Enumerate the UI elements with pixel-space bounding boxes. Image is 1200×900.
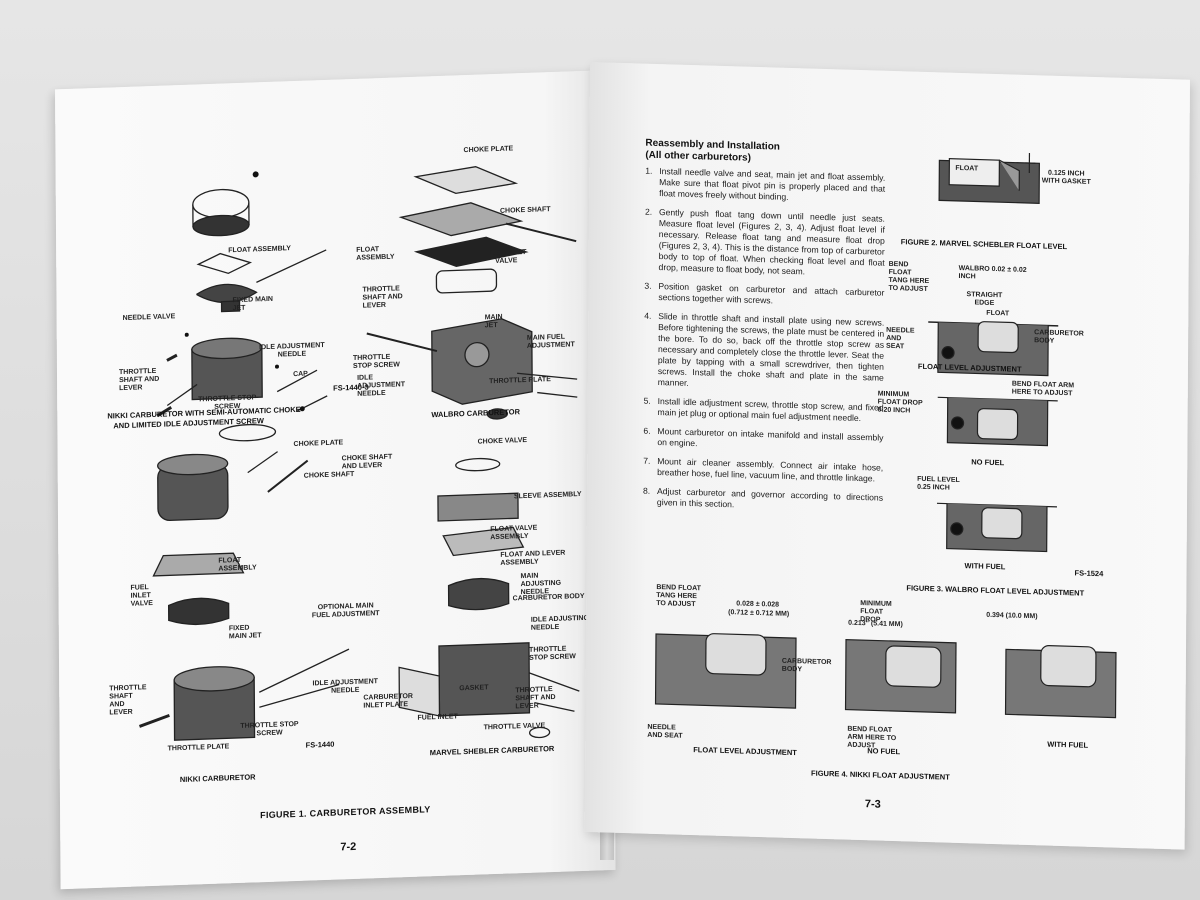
- label-marvel-throttle-stop: THROTTLE STOP SCREW: [529, 645, 576, 662]
- fig3-carb-body: CARBURETOR BODY: [1034, 329, 1084, 345]
- label-throttle-shaft: THROTTLE SHAFT AND LEVER: [118, 367, 160, 393]
- label-nikki-float-assembly: FLOAT ASSEMBLY: [218, 556, 257, 573]
- figure-3-drawing-3: [936, 502, 1057, 553]
- step-number: 7.: [643, 455, 651, 466]
- fig4-sub3: WITH FUEL: [1047, 739, 1089, 750]
- label-nikki-fuel-inlet: FUEL INLET VALVE: [130, 584, 153, 608]
- fig2-dim: 0.125 INCH WITH GASKET: [1041, 169, 1091, 186]
- nikki-title: NIKKI CARBURETOR: [179, 772, 256, 785]
- fig4-bend-tang: BEND FLOAT TANG HERE TO ADJUST: [656, 583, 701, 609]
- step-number: 1.: [645, 165, 653, 176]
- walbro-drawing: [366, 166, 578, 420]
- figure-2-drawing: [938, 153, 1040, 204]
- label-walbro-main-fuel: MAIN FUEL ADJUSTMENT: [526, 333, 575, 350]
- instructions-column: Reassembly and Installation (All other c…: [643, 138, 886, 523]
- figure-1-caption: FIGURE 1. CARBURETOR ASSEMBLY: [260, 804, 431, 821]
- fig3-fuel-level: FUEL LEVEL 0.25 INCH: [917, 475, 960, 492]
- left-page: FLOAT ASSEMBLY NEEDLE VALVE FIXED MAIN J…: [55, 70, 616, 890]
- label-marvel-throttle-shaft: THROTTLE SHAFT AND LEVER: [515, 686, 556, 711]
- figure-3-drawing-1: [928, 321, 1059, 377]
- step-text: Install idle adjustment screw, throttle …: [657, 396, 884, 424]
- right-page: Reassembly and Installation (All other c…: [584, 62, 1190, 850]
- fig3-sub2: NO FUEL: [971, 457, 1005, 468]
- fig3-walbro-dim: WALBRO 0.02 ± 0.02 INCH: [958, 264, 1027, 281]
- label-walbro-fuel-inlet: FUEL INLET VALVE: [486, 248, 527, 266]
- fig3-code: FS-1524: [1074, 568, 1104, 579]
- step-item: 3. Position gasket on carburetor and atta…: [644, 281, 884, 310]
- left-page-number: 7-2: [340, 840, 357, 854]
- step-text: Mount air cleaner assembly. Connect air …: [657, 456, 884, 484]
- label-walbro-float-assembly: FLOAT ASSEMBLY: [356, 246, 395, 262]
- label-walbro-choke-plate: CHOKE PLATE: [463, 145, 514, 155]
- fig4-carb-body: CARBURETOR BODY: [781, 657, 832, 674]
- step-number: 2.: [644, 206, 653, 217]
- label-nikki-throttle-stop: THROTTLE STOP SCREW: [240, 720, 299, 738]
- fig4-sub2: NO FUEL: [867, 746, 901, 757]
- nikki-drawing: [138, 451, 350, 741]
- label-fixed-main-jet: FIXED MAIN JET: [232, 295, 274, 313]
- step-item: 6. Mount carburetor on intake manifold an…: [643, 426, 883, 455]
- figure-3-drawing-2: [937, 396, 1058, 447]
- step-text: Gently push float tang down until needle…: [658, 207, 885, 277]
- label-marvel-inlet-plate: CARBURETOR INLET PLATE: [363, 692, 414, 710]
- step-text: Slide in throttle shaft and install plat…: [657, 311, 885, 388]
- right-page-number: 7-3: [864, 798, 881, 811]
- fig4-min-drop-val: 0.213" (5.41 mm): [848, 619, 903, 629]
- fig4-needle: NEEDLE AND SEAT: [647, 723, 683, 740]
- marvel-drawing: [398, 457, 580, 739]
- fig4-dim3: 0.394 (10.0 mm): [986, 611, 1038, 621]
- fig3-bend-tang: BEND FLOAT TANG HERE TO ADJUST: [888, 260, 930, 294]
- step-item: 4. Slide in throttle shaft and install pl…: [644, 310, 885, 395]
- label-walbro-main-jet: MAIN JET: [484, 313, 503, 330]
- figure-4-caption: FIGURE 4. NIKKI FLOAT ADJUSTMENT: [811, 768, 950, 782]
- step-item: 5. Install idle adjustment screw, throttl…: [644, 396, 884, 425]
- label-marvel-fuel-inlet: FUEL INLET: [417, 713, 458, 722]
- fig3-float: FLOAT: [986, 309, 1010, 318]
- label-marvel-float-lever: FLOAT AND LEVER ASSEMBLY: [500, 549, 566, 567]
- fig3-needle-seat: NEEDLE AND SEAT: [886, 326, 915, 351]
- step-number: 4.: [644, 310, 652, 321]
- figure-3-caption: FIGURE 3. WALBRO FLOAT LEVEL ADJUSTMENT: [906, 583, 1085, 598]
- label-nikki-throttle-shaft: THROTTLE SHAFT AND LEVER: [109, 684, 147, 717]
- figure-4-drawing: [654, 633, 1117, 719]
- step-text: Mount carburetor on intake manifold and …: [657, 426, 884, 449]
- label-marvel-float-valve: FLOAT VALVE ASSEMBLY: [490, 524, 538, 542]
- fig3-sub3: WITH FUEL: [964, 561, 1006, 572]
- label-walbro-throttle-shaft: THROTTLE SHAFT AND LEVER: [362, 285, 403, 310]
- step-number: 5.: [643, 395, 651, 406]
- fig4-dim1: 0.028 ± 0.028: [736, 600, 780, 609]
- fig3-straight-edge: STRAIGHT EDGE: [966, 291, 1003, 308]
- step-number: 6.: [643, 425, 651, 436]
- label-walbro-idle: IDLE ADJUSTMENT NEEDLE: [357, 374, 406, 398]
- nikki-code: FS-1440: [305, 739, 335, 750]
- fig2-float-label: FLOAT: [955, 164, 979, 173]
- step-text: Position gasket on carburetor and attach…: [658, 281, 885, 306]
- step-item: 7. Mount air cleaner assembly. Connect ai…: [643, 456, 883, 485]
- label-cap: CAP: [293, 370, 308, 379]
- label-marvel-choke-shaft: CHOKE SHAFT AND LEVER: [341, 453, 393, 471]
- step-text: Install needle valve and seat, main jet …: [659, 166, 886, 202]
- label-nikki-fixed-main-jet: FIXED MAIN JET: [228, 624, 262, 641]
- label-idle-adjustment-needle: IDLE ADJUSTMENT NEEDLE: [259, 341, 325, 359]
- figure-2-caption: FIGURE 2. MARVEL SCHEBLER FLOAT LEVEL: [900, 237, 1068, 252]
- step-text: Adjust carburetor and governor according…: [656, 486, 884, 510]
- fig3-bend-arm: BEND FLOAT ARM HERE TO ADJUST: [1011, 380, 1075, 398]
- label-walbro-throttle-stop: THROTTLE STOP SCREW: [352, 353, 400, 370]
- nikki-semi-drawing: [156, 171, 328, 442]
- step-item: 8. Adjust carburetor and governor accordi…: [643, 486, 883, 515]
- fig4-sub1: FLOAT LEVEL ADJUSTMENT: [693, 745, 797, 758]
- fig3-drop: MINIMUM FLOAT DROP 0.20 INCH: [877, 390, 923, 415]
- label-marvel-idle-adjusting: IDLE ADJUSTING NEEDLE: [530, 614, 589, 632]
- label-marvel-gasket: GASKET: [459, 684, 489, 693]
- step-item: 1. Install needle valve and seat, main je…: [645, 166, 885, 206]
- step-number: 3.: [644, 280, 652, 291]
- step-number: 8.: [642, 485, 651, 496]
- step-item: 2. Gently push float tang down until need…: [645, 207, 885, 280]
